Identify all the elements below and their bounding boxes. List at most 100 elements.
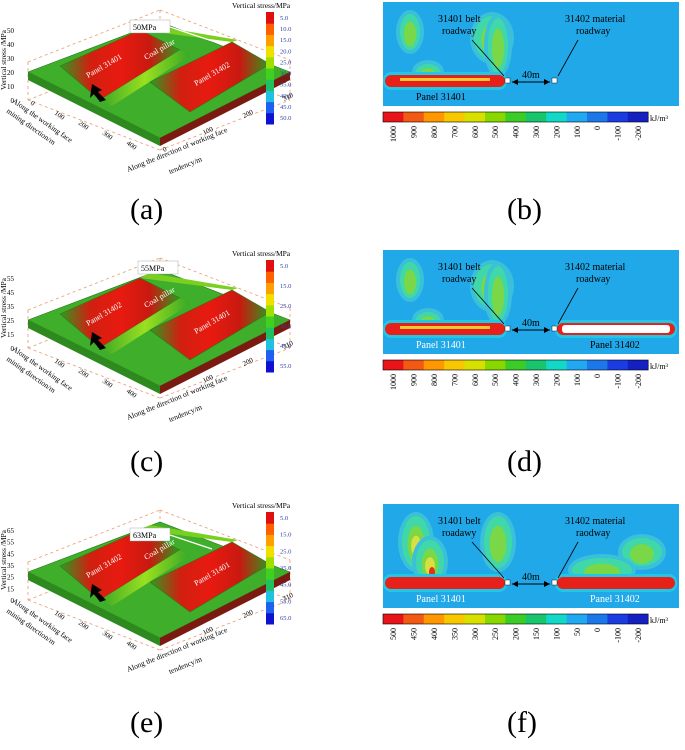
- z-tick-label: 25: [7, 574, 15, 582]
- y-tick-label: 200: [77, 367, 91, 380]
- colorbar-segment: [266, 271, 274, 283]
- peak-arrow: [169, 26, 213, 42]
- energy-colorbar-tick: 700: [450, 126, 459, 138]
- energy-colorbar-segment: [423, 112, 445, 122]
- belt-roadway-label-1: 31401 belt: [438, 14, 481, 25]
- colorbar-segment: [266, 90, 274, 103]
- distance-label: 40m: [522, 318, 540, 329]
- energy-colorbar-tick: -100: [614, 126, 623, 141]
- energy-colorbar-segment: [607, 360, 629, 370]
- colorbar-segment: [266, 45, 274, 58]
- surface-side-right: [160, 72, 290, 146]
- caption-d: (d): [507, 445, 542, 478]
- energy-colorbar-segment: [546, 360, 567, 370]
- energy-blob-core: [492, 276, 504, 316]
- z-tick-label: 15: [7, 331, 15, 339]
- energy-colorbar-segment: [444, 614, 465, 624]
- colorbar-tick-label: 55.0: [280, 598, 291, 605]
- energy-colorbar-segment: [607, 614, 629, 624]
- y-tick-label: 300: [101, 629, 115, 642]
- colorbar-title: Vertical stress/MPa: [232, 501, 291, 510]
- energy-colorbar-segment: [423, 360, 445, 370]
- colorbar-tick-label: 55.0: [280, 363, 291, 370]
- energy-colorbar-tick: 450: [410, 628, 419, 640]
- z-tick-label: 0: [11, 597, 15, 605]
- coal-pillar-ridge: [100, 550, 190, 606]
- x-tick-label: 310: [281, 91, 294, 103]
- colorbar-segment: [266, 282, 274, 295]
- colorbar-tick-label: 25.0: [280, 303, 291, 310]
- colorbar-segment: [266, 68, 274, 80]
- z-axis-label: Vertical stress /MPa: [0, 29, 8, 90]
- colorbar-tick-label: 45.0: [280, 104, 291, 111]
- distance-label: 40m: [522, 70, 540, 81]
- z-tick-label: 50: [7, 27, 15, 35]
- x-tick-label: 310: [281, 591, 294, 603]
- energy-colorbar-tick: 1000: [389, 374, 398, 390]
- belt-roadway-label-2: roadawy: [442, 528, 476, 539]
- energy-colorbar-segment: [403, 360, 425, 370]
- energy-colorbar-unit: kJ/m³: [650, 114, 669, 123]
- energy-colorbar-segment: [525, 360, 547, 370]
- energy-colorbar-tick: 400: [512, 126, 521, 138]
- z-tick-label: 45: [7, 289, 15, 297]
- belt-roadway-label-2: roadway: [442, 274, 476, 285]
- energy-colorbar-tick: 900: [410, 126, 419, 138]
- material-roadway-marker: [551, 325, 558, 332]
- colorbar-segment: [266, 338, 274, 351]
- z-tick-label: 0: [11, 97, 15, 105]
- energy-colorbar-segment: [464, 614, 486, 624]
- right-band-core: [557, 577, 675, 589]
- peak-label: 50MPa: [133, 23, 157, 32]
- caption-b: (b): [507, 193, 542, 226]
- distance-arrowhead-right: [544, 327, 550, 333]
- coal-pillar-ridge: [100, 50, 190, 106]
- colorbar-segment: [266, 523, 274, 535]
- energy-colorbar-tick: 200: [552, 374, 561, 386]
- material-roadway-label-2: roadway: [576, 274, 610, 285]
- x-tick-label: 200: [241, 356, 254, 368]
- caption-c: (c): [130, 445, 164, 478]
- colorbar-tick-label: 50.0: [280, 115, 291, 122]
- distance-arrowhead-left: [512, 581, 518, 587]
- energy-colorbar-tick: 800: [430, 374, 439, 386]
- colorbar-segment: [266, 79, 274, 91]
- peak-arrow: [169, 534, 213, 550]
- x-tick-label: 310: [281, 339, 294, 351]
- edge-ridge-far: [140, 273, 238, 290]
- colorbar-tick-label: 5.0: [280, 15, 288, 22]
- colorbar-tick-label: 15.0: [280, 37, 291, 44]
- material-roadway-label-1: 31402 material: [565, 262, 625, 273]
- z-axis-label: Vertical stress /MPa: [0, 529, 8, 590]
- energy-colorbar-segment: [627, 112, 649, 122]
- energy-colorbar-tick: 150: [532, 628, 541, 640]
- belt-leader-line: [471, 39, 505, 77]
- energy-colorbar-tick: 250: [491, 628, 500, 640]
- energy-colorbar-segment: [505, 360, 527, 370]
- material-leader-line: [557, 541, 579, 579]
- z-tick-label: 0: [11, 345, 15, 353]
- energy-colorbar-tick: 300: [532, 126, 541, 138]
- belt-roadway-marker: [504, 77, 511, 84]
- colorbar-segment: [266, 360, 274, 373]
- x-axis-label-2: tendency/m: [167, 402, 203, 423]
- colorbar-segment: [266, 579, 274, 591]
- x-tick-label: 100: [201, 125, 214, 137]
- energy-colorbar-segment: [587, 112, 608, 122]
- energy-colorbar-frame: [382, 613, 649, 625]
- caption-e: (e): [130, 706, 164, 739]
- material-roadway-label-2: roadway: [576, 26, 610, 37]
- panel-right-label: Panel 31402: [590, 340, 640, 351]
- colorbar-tick-label: 35.0: [280, 565, 291, 572]
- z-tick-label: 25: [7, 317, 15, 325]
- energy-colorbar-segment: [505, 112, 527, 122]
- energy-colorbar-tick: 200: [552, 126, 561, 138]
- y-tick-label: 100: [53, 609, 67, 622]
- energy-colorbar-segment: [485, 360, 506, 370]
- colorbar-title: Vertical stress/MPa: [232, 249, 291, 258]
- energy-colorbar-segment: [546, 614, 567, 624]
- energy-colorbar-segment: [444, 360, 465, 370]
- belt-leader-line: [471, 541, 505, 579]
- z-tick-label: 55: [7, 539, 15, 547]
- x-tick-label: 100: [201, 625, 214, 637]
